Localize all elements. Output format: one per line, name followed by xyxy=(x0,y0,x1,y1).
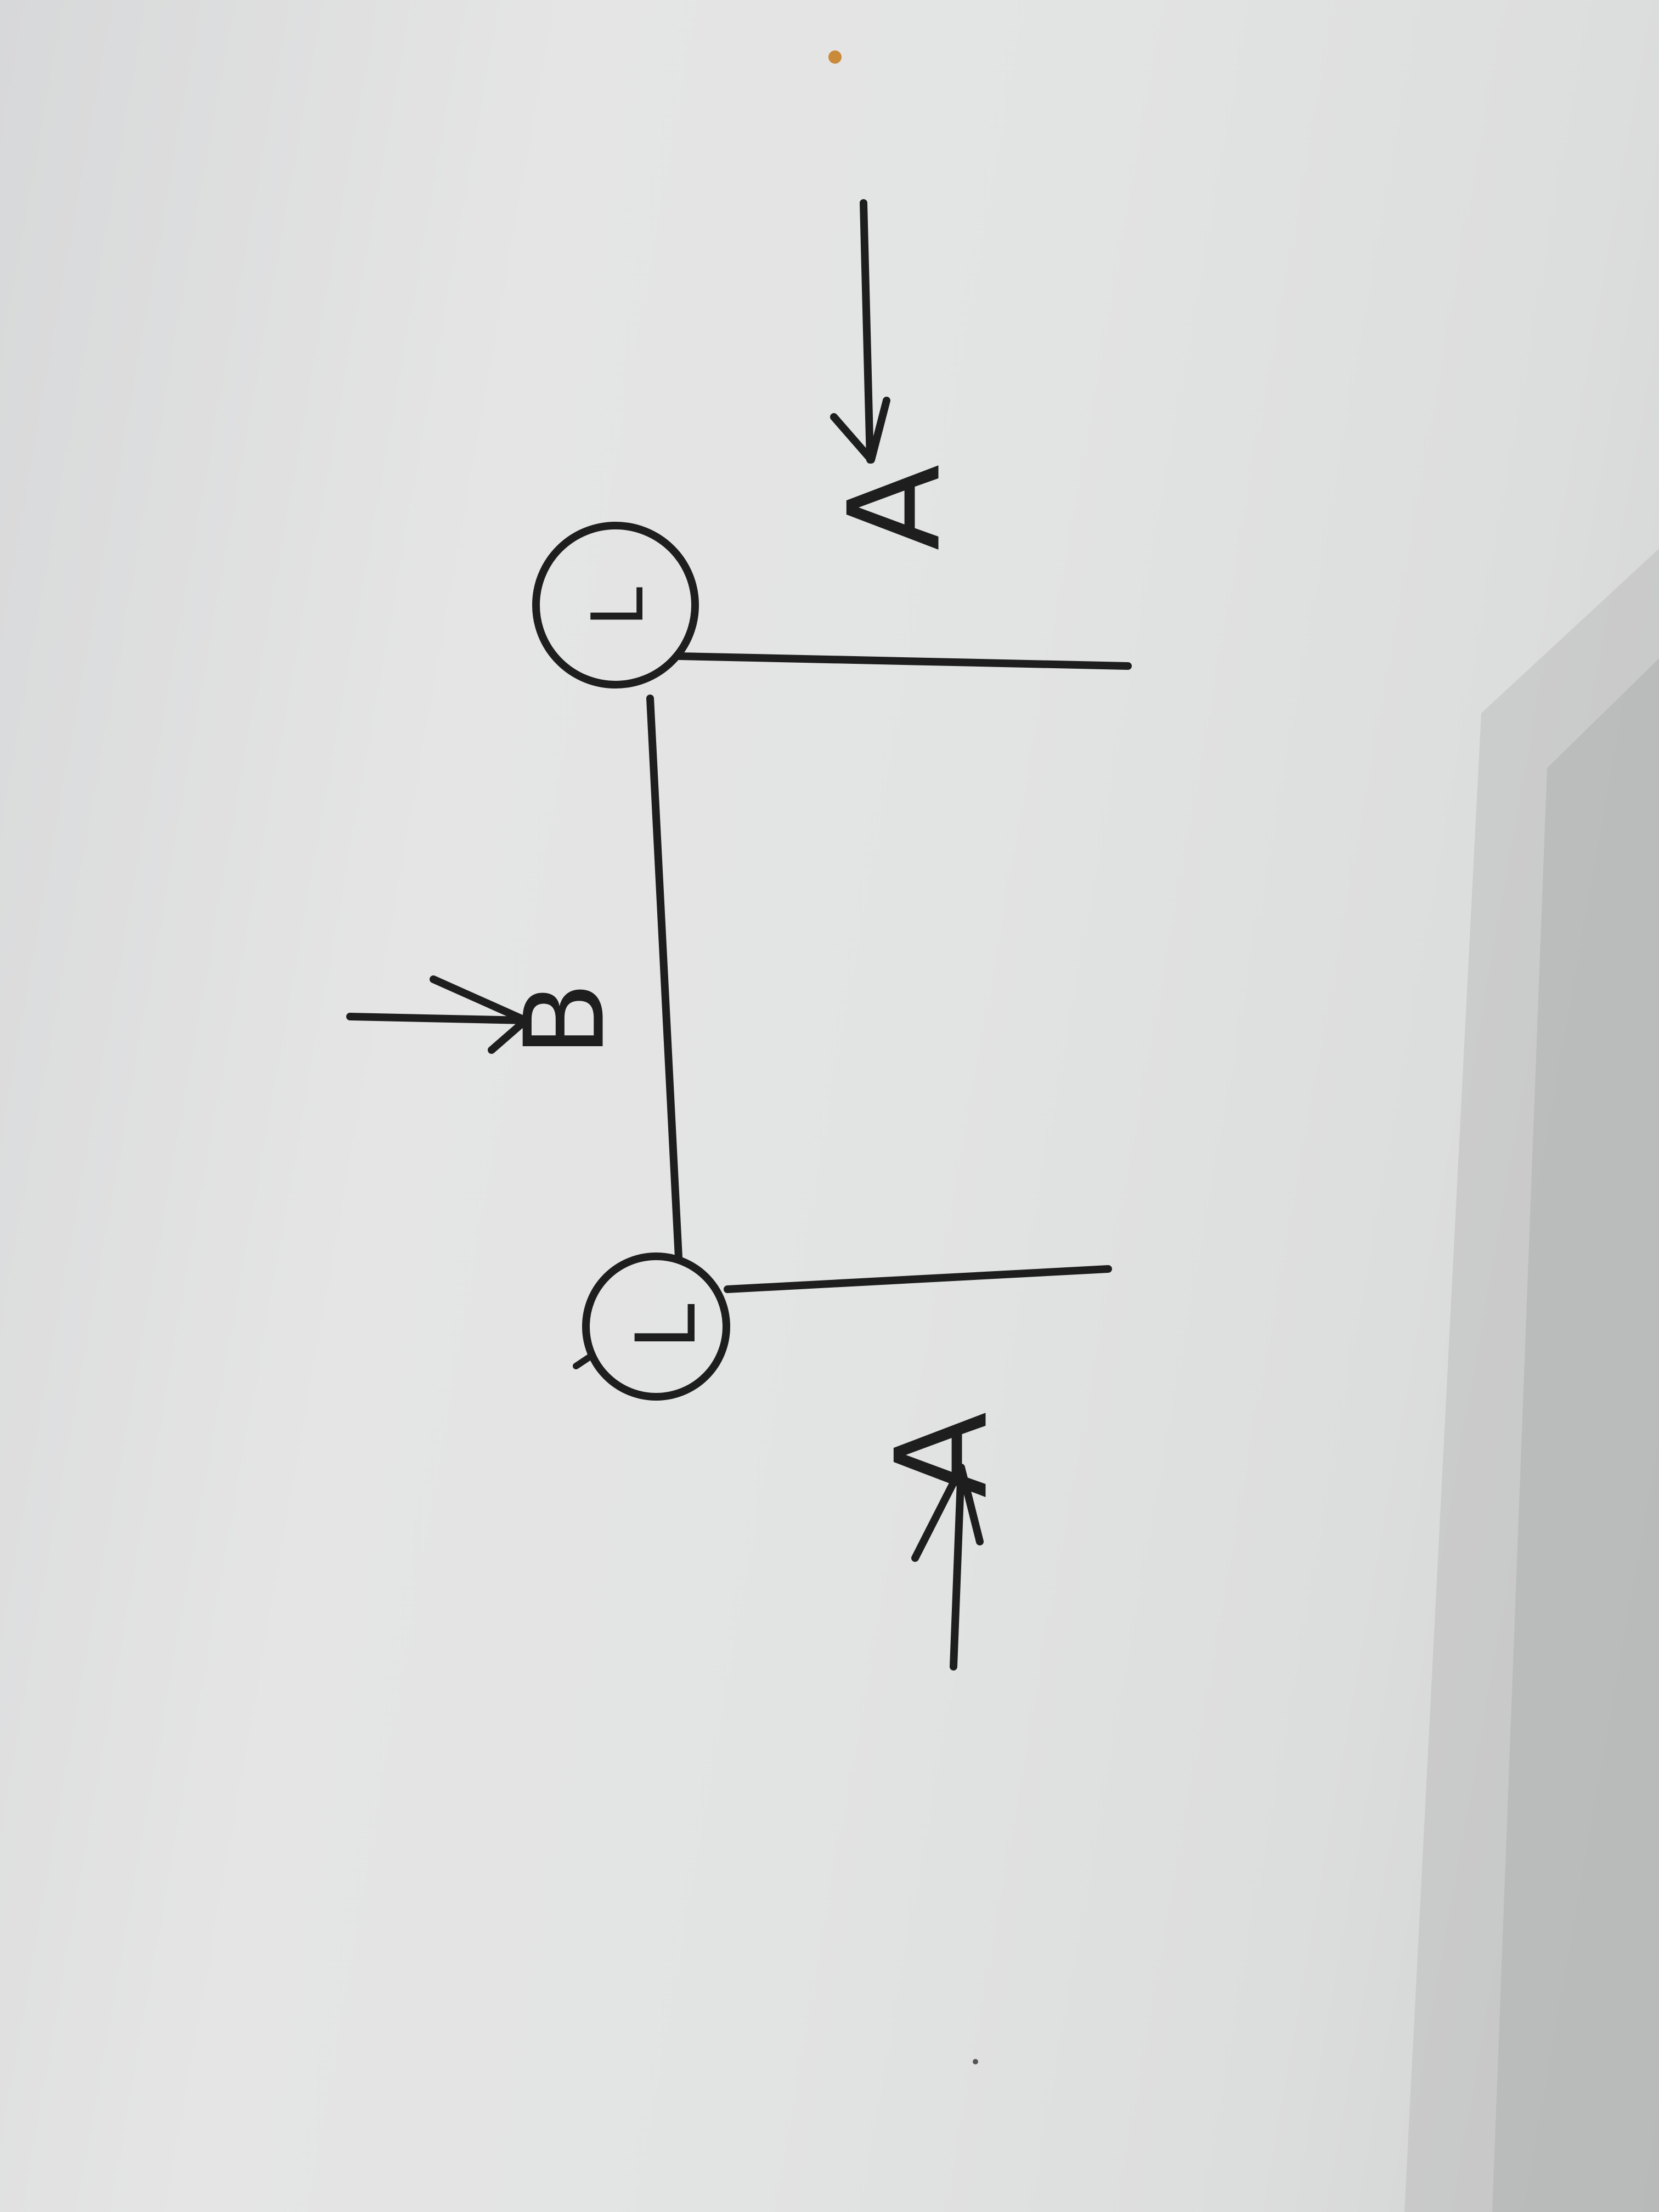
section-arrow-top xyxy=(830,199,890,464)
paper-mark xyxy=(973,2059,978,2064)
svg-text:L: L xyxy=(619,1304,714,1350)
section-label-top: A xyxy=(822,464,969,550)
node-circle-top xyxy=(532,522,699,689)
node-label-bottom: L xyxy=(619,1304,714,1350)
section-label-middle: B xyxy=(501,981,629,1057)
line-top-horizontal xyxy=(675,652,1132,670)
line-vertical xyxy=(646,695,682,1261)
section-label-bottom: A xyxy=(870,1412,1016,1498)
section-arrow-bottom xyxy=(911,1464,984,1671)
section-arrow-middle xyxy=(346,975,529,1054)
line-bottom-horizontal xyxy=(724,1265,1112,1293)
svg-text:L: L xyxy=(576,587,659,627)
svg-text:A: A xyxy=(822,464,969,550)
svg-text:A: A xyxy=(870,1412,1016,1498)
svg-text:B: B xyxy=(501,981,629,1057)
node-circle-bottom-tail xyxy=(573,1352,596,1369)
paper-speck xyxy=(828,50,842,64)
node-label-top: L xyxy=(576,587,659,627)
node-circle-bottom xyxy=(582,1252,730,1401)
